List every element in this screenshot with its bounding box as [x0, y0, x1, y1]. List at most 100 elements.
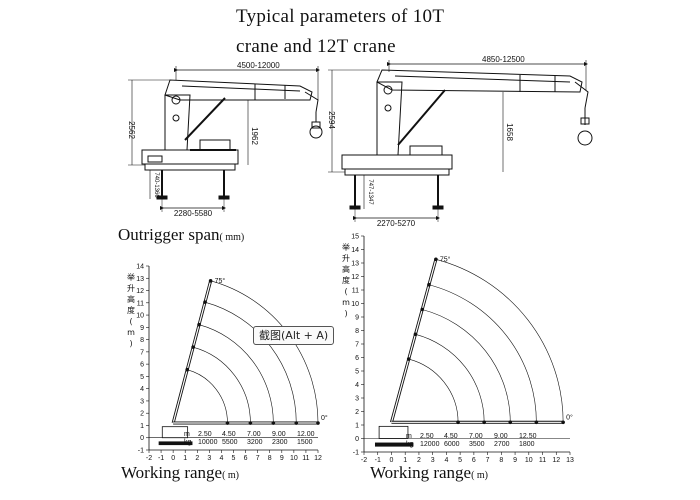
x-tick-label: 2: [195, 455, 199, 462]
caption-outrigger-span: Outrigger span( mm): [118, 225, 244, 245]
table-radius-value: 12.50: [519, 433, 537, 440]
dim-12t-boom-length: 4850-12500: [482, 55, 525, 64]
x-tick-label: 1: [183, 455, 187, 462]
y-axis-label-char: m: [127, 328, 135, 337]
boom-section-joint: [434, 257, 438, 262]
y-axis-label-char: 高: [127, 294, 135, 304]
y-tick-label: 4: [140, 386, 144, 393]
y-axis-label-char: ): [344, 309, 347, 318]
boom-section-joint: [225, 421, 230, 425]
y-tick-label: 14: [136, 264, 144, 271]
caption-working-range-2-text: Working range: [370, 463, 472, 482]
boom-range-arc: [210, 280, 319, 424]
y-axis-label-char: m: [342, 298, 350, 307]
y-tick-label: 0: [355, 436, 359, 443]
x-tick-label: 13: [566, 457, 574, 464]
y-axis-label-char: 升: [342, 254, 350, 263]
boom-raised-inner: [390, 259, 437, 423]
x-tick-label: 12: [314, 455, 322, 462]
angle-label-0: 0°: [566, 413, 573, 421]
boom-section-joint: [191, 345, 195, 349]
boom-section-joint: [561, 420, 565, 425]
y-tick-label: 11: [352, 288, 359, 295]
y-tick-label: 0: [140, 435, 144, 442]
x-tick-label: 10: [525, 457, 533, 464]
table-radius-value: 9.00: [494, 433, 508, 440]
y-tick-label: 12: [351, 274, 359, 281]
boom-section-joint: [420, 307, 425, 312]
caption-working-range-1: Working range( m): [121, 463, 239, 483]
boom-section-joint: [203, 300, 207, 304]
y-tick-label: 14: [351, 247, 359, 254]
y-tick-label: 7: [355, 342, 359, 349]
x-tick-label: 5: [458, 457, 462, 464]
x-tick-label: 9: [280, 455, 284, 462]
table-load-value: 12000: [420, 441, 440, 448]
x-tick-label: 11: [302, 455, 309, 462]
caption-working-range-1-unit: ( m): [222, 470, 240, 481]
x-tick-label: 8: [268, 455, 272, 462]
y-tick-label: 9: [140, 325, 144, 332]
x-tick-label: 3: [431, 457, 435, 464]
x-tick-label: 6: [244, 455, 248, 462]
y-axis-label-char: 度: [342, 275, 350, 285]
y-tick-label: 10: [136, 313, 144, 320]
y-axis-label-char: 高: [342, 264, 350, 274]
caption-outrigger-text: Outrigger span: [118, 225, 220, 244]
y-tick-label: 6: [355, 355, 359, 362]
table-load-value: 3500: [469, 441, 485, 448]
y-tick-label: 3: [140, 398, 144, 405]
x-tick-label: 0: [390, 457, 394, 464]
boom-range-arc: [187, 369, 228, 424]
boom-range-arc: [422, 309, 511, 423]
y-tick-label: 13: [351, 261, 359, 268]
table-radius-unit: m: [406, 433, 412, 440]
table-load-unit: kg: [184, 439, 192, 446]
dim-10t-boom-length: 4500-12000: [237, 61, 280, 70]
boom-section-joint: [482, 420, 486, 425]
crane-12t-drawing: [328, 60, 593, 222]
y-axis-label-char: 举: [342, 242, 350, 252]
table-radius-value: 12.00: [297, 431, 315, 438]
boom-section-joint: [508, 420, 513, 425]
x-tick-label: -1: [158, 455, 164, 462]
x-tick-label: 2: [417, 457, 421, 464]
caption-working-range-2: Working range( m): [370, 463, 488, 483]
y-tick-label: 11: [137, 300, 144, 307]
table-load-value: 1800: [519, 441, 535, 448]
boom-section-joint: [456, 420, 460, 425]
angle-label-75: 75°: [215, 277, 226, 285]
y-tick-label: 7: [140, 349, 144, 356]
x-tick-label: 7: [256, 455, 260, 462]
boom-range-arc: [408, 358, 459, 423]
table-radius-value: 7.00: [469, 433, 483, 440]
x-tick-label: 6: [472, 457, 476, 464]
table-load-value: 5500: [222, 439, 238, 446]
x-tick-label: -2: [361, 457, 367, 464]
boom-section-joint: [208, 279, 213, 283]
boom-section-joint: [406, 357, 411, 361]
y-tick-label: 13: [136, 276, 144, 283]
table-radius-value: 2.50: [198, 431, 212, 438]
y-tick-label: 15: [351, 234, 359, 241]
table-radius-unit: m: [184, 431, 190, 438]
boom-section-joint: [248, 421, 253, 425]
y-tick-label: 2: [355, 409, 359, 416]
boom-section-joint: [316, 421, 320, 425]
table-load-unit: kg: [406, 441, 414, 448]
dim-10t-outrigger-span: 2280-5580: [174, 209, 213, 218]
x-tick-label: 4: [219, 455, 223, 462]
y-tick-label: 5: [140, 374, 144, 381]
y-tick-label: 5: [355, 369, 359, 376]
table-radius-value: 7.00: [247, 431, 261, 438]
y-axis-label-char: 升: [127, 284, 135, 293]
boom-section-joint: [185, 367, 190, 372]
table-load-value: 1500: [297, 439, 313, 446]
y-tick-label: 8: [355, 328, 359, 335]
x-tick-label: 8: [499, 457, 503, 464]
title-line-2: crane and 12T crane: [236, 36, 396, 57]
boom-section-joint: [294, 421, 299, 425]
y-axis-label-char: 度: [127, 305, 135, 315]
